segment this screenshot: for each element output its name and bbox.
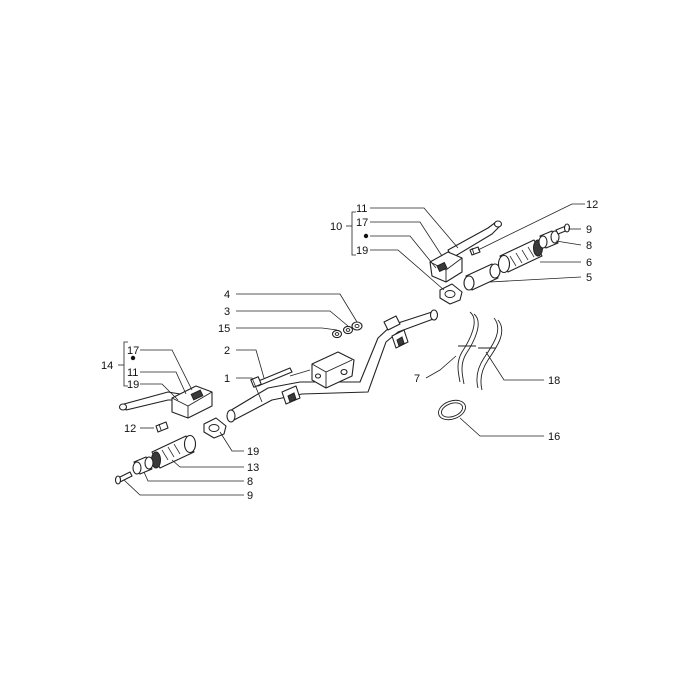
spring-ring — [438, 399, 466, 421]
left-grip — [151, 434, 197, 469]
callout-12-top: 12 — [586, 199, 598, 211]
clamp-bolt — [250, 367, 293, 388]
callout-11-top: 11 — [356, 203, 367, 215]
callout-3: 3 — [224, 306, 230, 318]
callout-10: 10 — [330, 221, 342, 233]
group-bracket-14 — [118, 341, 136, 387]
throttle-cables — [457, 311, 503, 391]
group-bracket-10 — [346, 211, 369, 256]
callout-14: 14 — [101, 360, 113, 372]
throttle-sleeve — [463, 263, 501, 291]
right-bar-end — [538, 230, 560, 249]
callout-1: 1 — [224, 373, 230, 385]
callout-9-bottom: 9 — [247, 490, 253, 502]
callout-labels: 11 17 10 19 12 9 8 6 5 4 3 15 2 1 17 14 … — [101, 199, 598, 502]
callout-6: 6 — [586, 257, 592, 269]
callout-11-left: 11 — [127, 367, 138, 379]
callout-16: 16 — [548, 431, 560, 443]
callout-4: 4 — [224, 289, 230, 301]
callout-7: 7 — [414, 373, 420, 385]
left-bar-end — [132, 456, 154, 475]
left-adjuster-screw — [155, 421, 169, 433]
callout-17-top: 17 — [356, 217, 368, 229]
right-bar-end-screw — [555, 223, 571, 235]
left-lever-assembly — [118, 385, 227, 439]
handlebar-tube — [226, 309, 439, 423]
callout-2: 2 — [224, 345, 230, 357]
callout-19-top: 19 — [356, 245, 368, 257]
right-lever-assembly — [429, 220, 503, 305]
callout-19-left: 19 — [127, 379, 139, 391]
callout-9-top: 9 — [586, 224, 592, 236]
callout-5: 5 — [586, 272, 592, 284]
washer-stack — [331, 321, 363, 339]
left-bar-end-screw — [114, 471, 133, 485]
callout-17-left: 17 — [127, 345, 139, 357]
callout-18: 18 — [548, 375, 560, 387]
right-grip — [497, 239, 543, 274]
callout-15: 15 — [218, 323, 230, 335]
callout-8-top: 8 — [586, 240, 592, 252]
callout-8-bottom: 8 — [247, 476, 253, 488]
callout-19-bottom: 19 — [247, 446, 259, 458]
leader-lines — [123, 203, 585, 496]
callout-13: 13 — [247, 462, 259, 474]
callout-12-left: 12 — [124, 423, 136, 435]
